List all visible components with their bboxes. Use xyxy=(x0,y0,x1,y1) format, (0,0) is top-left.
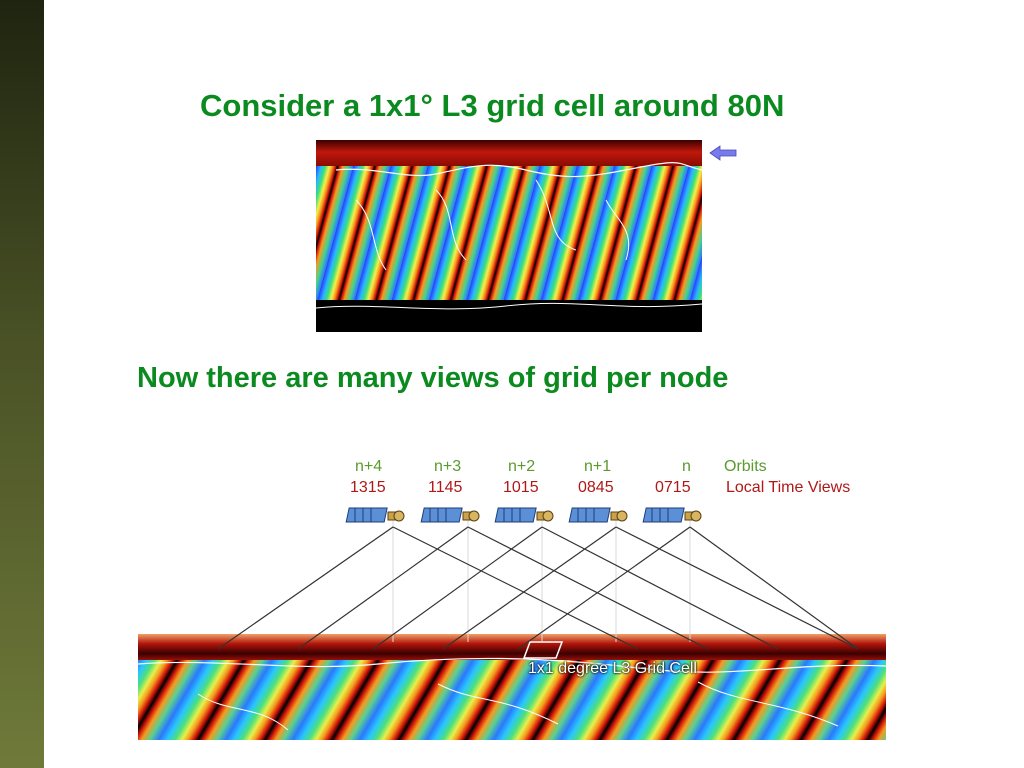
pointer-arrow-icon xyxy=(709,145,737,161)
local-time-label: 0715 xyxy=(655,479,691,496)
slide-subtitle: Now there are many views of grid per nod… xyxy=(137,362,729,394)
orbit-label: n xyxy=(682,458,691,475)
slide-sidebar-decoration xyxy=(0,0,44,768)
orbits-header: Orbits xyxy=(724,458,767,475)
orbit-label: n+2 xyxy=(508,458,536,475)
satellite-icon xyxy=(345,507,405,523)
grid-cell-map xyxy=(138,634,886,740)
orbit-label: n+1 xyxy=(584,458,612,475)
orbit-swaths xyxy=(316,166,702,306)
global-swath-map xyxy=(316,140,702,332)
grid-cell-marker xyxy=(522,641,564,659)
local-time-label: 1145 xyxy=(428,479,463,496)
orbit-swaths xyxy=(138,660,886,740)
local-time-label: 0845 xyxy=(578,479,614,496)
local-time-header: Local Time Views xyxy=(726,479,851,496)
polar-band xyxy=(138,634,886,662)
satellite-icon xyxy=(420,507,480,523)
coastline-overlay xyxy=(316,162,702,310)
local-time-label: 1015 xyxy=(503,479,539,496)
satellite-icon xyxy=(568,507,628,523)
coastline-overlay xyxy=(138,657,886,731)
local-time-label: 1315 xyxy=(350,479,386,496)
orbit-label: n+4 xyxy=(355,458,383,475)
orbit-view-lines xyxy=(217,507,859,650)
grid-cell-label: 1x1 degree L3 Grid Cell xyxy=(528,660,697,677)
satellite-icon xyxy=(642,507,702,523)
slide-title: Consider a 1x1° L3 grid cell around 80N xyxy=(200,88,785,123)
orbit-label: n+3 xyxy=(434,458,462,475)
polar-band xyxy=(316,140,702,170)
satellite-icon xyxy=(494,507,554,523)
